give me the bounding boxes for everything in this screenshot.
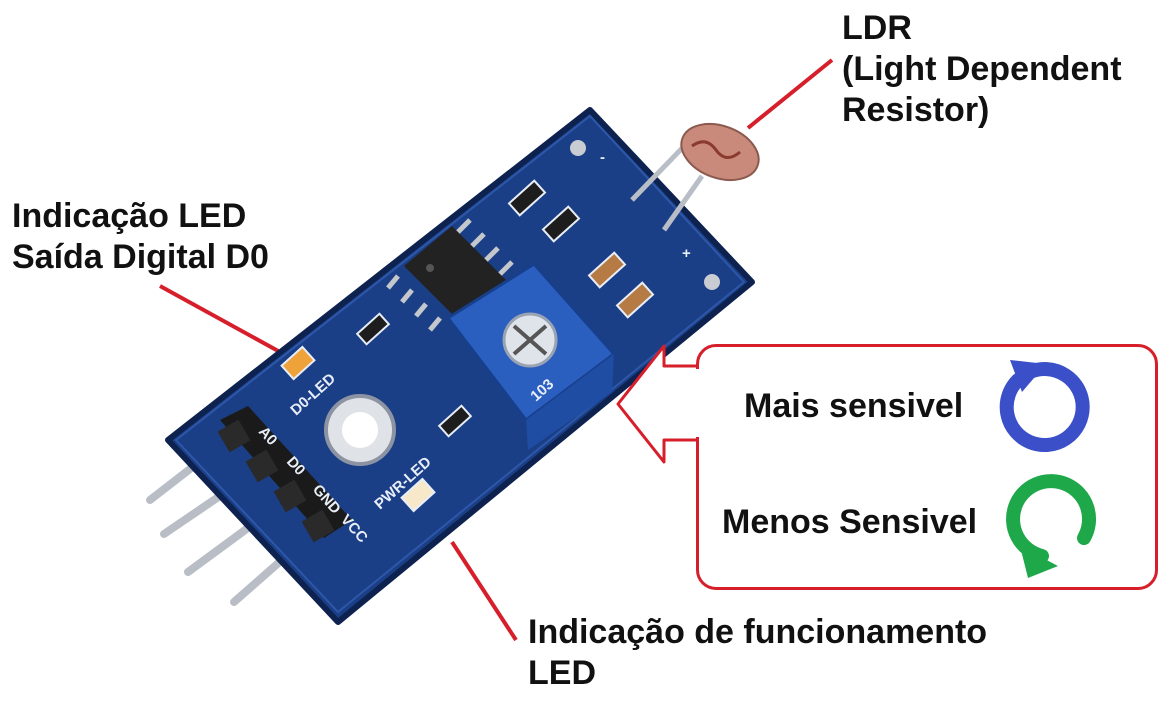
mounting-hole [704,274,720,290]
d0-led [280,345,316,381]
ldr-label-line2: (Light Dependent [842,49,1122,88]
led-pwr-label-line1: Indicação de funcionamento [528,613,988,651]
smd-components [355,179,655,438]
clockwise-arrow-icon [999,360,1090,452]
counterclockwise-arrow-icon [1006,474,1097,578]
callout-arrow [616,344,696,464]
minus-marking: - [600,149,605,166]
pin-header [217,406,352,543]
plus-marking: + [682,245,691,262]
led-pwr-label-line2: LED [528,653,596,692]
led-d0-label: Indicação LED Saída Digital D0 [12,196,269,278]
potentiometer [445,262,617,450]
ldr-component [630,122,760,232]
led-pwr-pointer-line [450,540,518,642]
led-d0-label-line2: Saída Digital D0 [12,237,269,276]
ldr-label-line1: LDR [842,9,912,47]
ldr-label-line3: Resistor) [842,90,990,129]
more-sensitive-label: Mais sensivel [744,387,964,425]
pwr-led [400,477,436,513]
led-d0-label-line1: Indicação LED [12,197,247,235]
mounting-hole [570,140,586,156]
led-d0-pointer-line [159,284,281,354]
ldr-pointer-line [746,58,834,130]
less-sensitive-label: Menos Sensivel [722,503,978,541]
led-pwr-label: Indicação de funcionamento LED [528,612,987,694]
ldr-label: LDR (Light Dependent Resistor) [842,8,1122,130]
